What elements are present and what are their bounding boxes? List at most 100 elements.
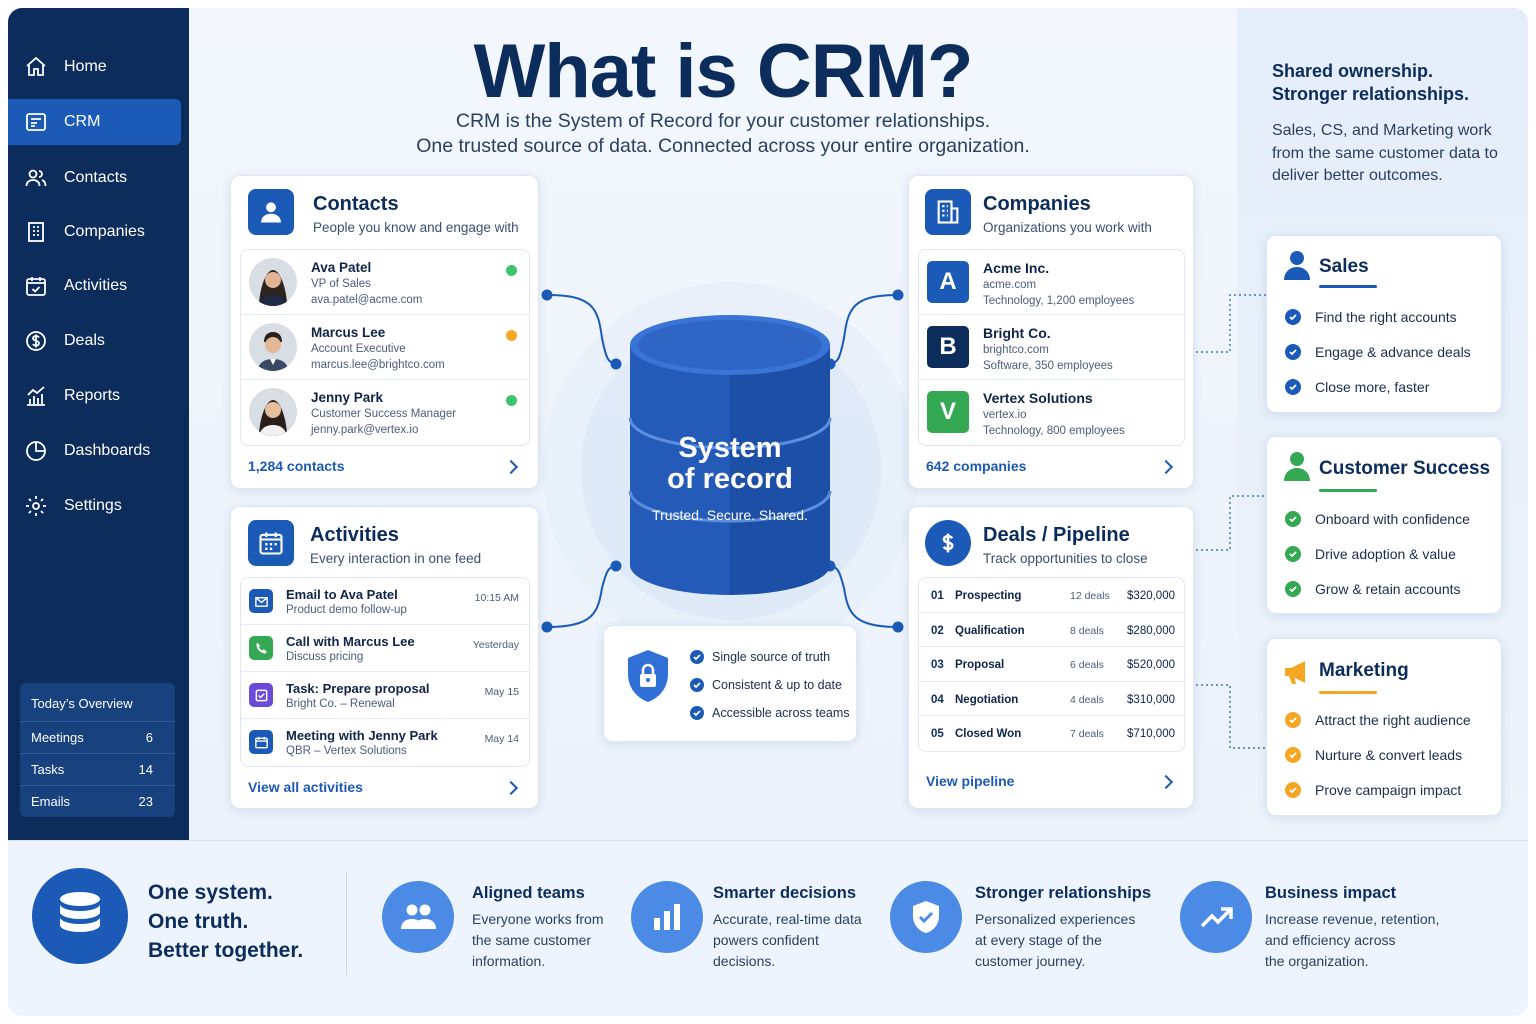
sidebar-item-reports[interactable]: Reports bbox=[8, 373, 181, 419]
activity-time: May 15 bbox=[484, 686, 519, 698]
sidebar-item-deals[interactable]: Deals bbox=[8, 318, 181, 364]
trust-item: Consistent & up to date bbox=[690, 678, 842, 692]
list-item[interactable]: Email to Ava Patel Product demo follow-u… bbox=[241, 578, 529, 625]
building-icon bbox=[937, 200, 959, 224]
benefit-text: Accurate, real-time data powers confiden… bbox=[713, 909, 862, 972]
check-icon bbox=[1285, 747, 1301, 763]
benefit-text-line: Everyone works from bbox=[472, 911, 604, 927]
companies-card: Companies Organizations you work with A … bbox=[908, 175, 1194, 489]
status-indicator bbox=[506, 330, 517, 341]
chevron-right-icon[interactable] bbox=[503, 459, 519, 475]
heading-line1: Shared ownership. bbox=[1272, 61, 1434, 81]
trust-card: Single source of truth Consistent & up t… bbox=[603, 625, 857, 742]
list-item[interactable]: A Acme Inc. acme.com Technology, 1,200 e… bbox=[919, 250, 1184, 315]
stage-number: 04 bbox=[931, 693, 944, 706]
person-icon bbox=[1284, 251, 1310, 280]
list-item[interactable]: Task: Prepare proposal Bright Co. – Rene… bbox=[241, 672, 529, 719]
list-item[interactable]: V Vertex Solutions vertex.io Technology,… bbox=[919, 380, 1184, 445]
table-row[interactable]: 01 Prospecting 12 deals $320,000 bbox=[919, 578, 1184, 613]
list-item[interactable]: Meeting with Jenny Park QBR – Vertex Sol… bbox=[241, 719, 529, 766]
list-item[interactable]: Jenny Park Customer Success Manager jenn… bbox=[241, 380, 529, 445]
activity-subtitle: QBR – Vertex Solutions bbox=[286, 745, 407, 757]
stage-name: Negotiation bbox=[955, 693, 1019, 706]
status-indicator bbox=[506, 265, 517, 276]
activities-list: Email to Ava Patel Product demo follow-u… bbox=[240, 577, 530, 767]
sidebar: Home CRM Contacts Companies Activities D… bbox=[8, 8, 189, 840]
team-item-label: Prove campaign impact bbox=[1315, 782, 1462, 798]
companies-count-link[interactable]: 642 companies bbox=[926, 458, 1027, 474]
card-subtitle: Organizations you work with bbox=[983, 220, 1152, 235]
table-row[interactable]: 02 Qualification 8 deals $280,000 bbox=[919, 613, 1184, 648]
overview-value: 6 bbox=[145, 730, 153, 745]
company-info: Technology, 1,200 employees bbox=[983, 295, 1135, 307]
table-row[interactable]: 03 Proposal 6 deals $520,000 bbox=[919, 647, 1184, 682]
contacts-count-link[interactable]: 1,284 contacts bbox=[248, 458, 345, 474]
sidebar-item-activities[interactable]: Activities bbox=[8, 263, 181, 309]
megaphone-icon bbox=[1285, 661, 1305, 684]
table-row[interactable]: 05 Closed Won 7 deals $710,000 bbox=[919, 716, 1184, 751]
benefit-title: Aligned teams bbox=[472, 884, 585, 902]
company-logo: V bbox=[927, 391, 969, 433]
card-subtitle: People you know and engage with bbox=[313, 220, 519, 235]
list-item[interactable]: Marcus Lee Account Executive marcus.lee@… bbox=[241, 315, 529, 380]
chevron-right-icon[interactable] bbox=[1158, 459, 1174, 475]
activity-time: Yesterday bbox=[472, 639, 519, 651]
team-item-label: Attract the right audience bbox=[1315, 712, 1471, 728]
overview-row-meetings[interactable]: Meetings 6 bbox=[20, 722, 175, 754]
company-name: Vertex Solutions bbox=[983, 390, 1093, 406]
contacts-icon bbox=[25, 169, 47, 187]
overview-label: Meetings bbox=[31, 730, 84, 745]
overview-row-emails[interactable]: Emails 23 bbox=[20, 786, 175, 817]
list-item[interactable]: Call with Marcus Lee Discuss pricing Yes… bbox=[241, 625, 529, 672]
table-row[interactable]: 04 Negotiation 4 deals $310,000 bbox=[919, 682, 1184, 717]
home-icon bbox=[26, 56, 46, 76]
heading-line2: Stronger relationships. bbox=[1272, 84, 1470, 104]
mail-icon bbox=[249, 589, 273, 613]
chevron-right-icon[interactable] bbox=[1158, 774, 1174, 790]
list-item[interactable]: B Bright Co. brightco.com Software, 350 … bbox=[919, 315, 1184, 380]
sidebar-item-companies[interactable]: Companies bbox=[8, 209, 181, 255]
sidebar-item-settings[interactable]: Settings bbox=[8, 483, 181, 529]
team-item: Nurture & convert leads bbox=[1285, 747, 1462, 763]
database-icon bbox=[32, 868, 128, 964]
stage-count: 7 deals bbox=[1070, 728, 1104, 741]
team-item: Find the right accounts bbox=[1285, 309, 1457, 325]
stage-amount: $310,000 bbox=[1127, 693, 1175, 706]
activity-time: May 14 bbox=[484, 733, 519, 745]
benefit-text: Personalized experiences at every stage … bbox=[975, 909, 1135, 972]
activity-time: 10:15 AM bbox=[474, 592, 519, 604]
sidebar-item-label: Activities bbox=[64, 277, 128, 294]
chevron-right-icon[interactable] bbox=[503, 780, 519, 796]
team-title: Sales bbox=[1319, 256, 1369, 277]
sales-team-card: Sales Find the right accounts Engage & a… bbox=[1266, 235, 1502, 413]
contacts-card-icon bbox=[248, 189, 294, 235]
dollar-icon bbox=[942, 533, 954, 553]
contact-email: marcus.lee@brightco.com bbox=[311, 359, 445, 371]
overview-row-tasks[interactable]: Tasks 14 bbox=[20, 754, 175, 786]
sidebar-item-home[interactable]: Home bbox=[8, 44, 181, 90]
activity-subtitle: Product demo follow-up bbox=[286, 604, 407, 616]
calendar-check-icon bbox=[26, 277, 46, 296]
view-pipeline-link[interactable]: View pipeline bbox=[926, 773, 1015, 789]
contact-name: Ava Patel bbox=[311, 260, 372, 275]
list-item[interactable]: Ava Patel VP of Sales ava.patel@acme.com bbox=[241, 250, 529, 315]
team-icon bbox=[382, 881, 454, 953]
team-accent-line bbox=[1319, 285, 1377, 288]
view-all-activities-link[interactable]: View all activities bbox=[248, 779, 363, 795]
bottom-benefits-strip: One system. One truth. Better together. … bbox=[8, 840, 1528, 1016]
sidebar-item-dashboards[interactable]: Dashboards bbox=[8, 428, 181, 474]
sidebar-item-crm[interactable]: CRM bbox=[8, 99, 181, 145]
page-subtitle-line1: CRM is the System of Record for your cus… bbox=[455, 110, 991, 132]
sidebar-item-label: Settings bbox=[64, 497, 122, 514]
stage-name: Prospecting bbox=[955, 590, 1022, 602]
check-icon bbox=[1285, 379, 1301, 395]
stage-amount: $320,000 bbox=[1127, 590, 1175, 602]
stage-amount: $710,000 bbox=[1127, 728, 1175, 741]
benefit-text-line: at every stage of the bbox=[975, 932, 1102, 948]
stage-number: 03 bbox=[931, 659, 944, 672]
sidebar-item-contacts[interactable]: Contacts bbox=[8, 155, 181, 201]
activity-title: Task: Prepare proposal bbox=[286, 681, 430, 696]
page-title: What is CRM? bbox=[473, 29, 974, 114]
team-item-label: Onboard with confidence bbox=[1315, 511, 1470, 527]
company-name: Bright Co. bbox=[983, 325, 1051, 341]
